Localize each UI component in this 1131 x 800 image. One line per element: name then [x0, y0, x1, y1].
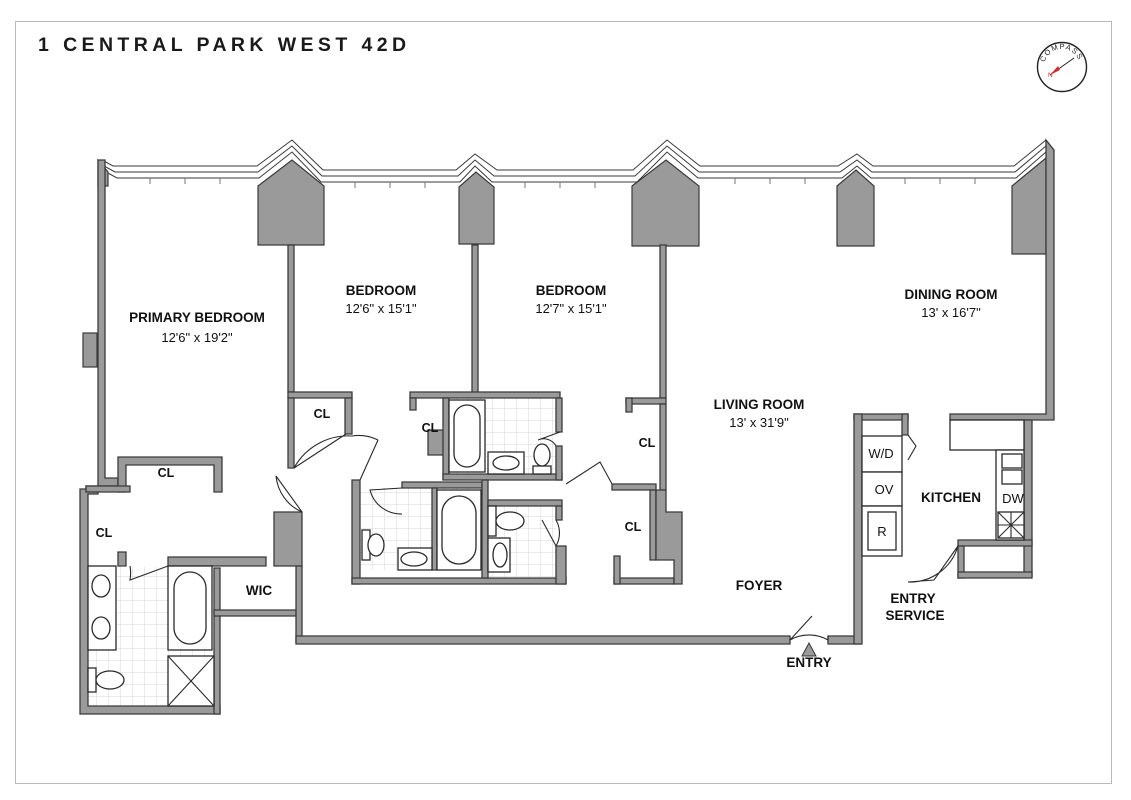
washer-dryer-label: W/D	[868, 446, 893, 461]
kitchen-name: KITCHEN	[921, 490, 981, 505]
listing-title: 1 CENTRAL PARK WEST 42D	[38, 34, 411, 56]
service-entry-line2: SERVICE	[885, 608, 944, 623]
room-labels: PRIMARY BEDROOM 12'6" x 19'2" BEDROOM 12…	[129, 283, 997, 670]
closet-label: CL	[422, 421, 439, 435]
compass-icon: COMPASS N	[1036, 41, 1088, 93]
kitchen-fixtures	[861, 419, 1025, 557]
facade-columns	[82, 156, 1047, 368]
closet-label: CL	[639, 436, 656, 450]
dining-room-dims: 13' x 16'7"	[921, 305, 981, 320]
bedroom-2-dims: 12'7" x 15'1"	[535, 301, 607, 316]
doors	[129, 431, 959, 641]
bedroom-2-name: BEDROOM	[536, 283, 607, 298]
closet-labels: CL CL CL CL CL CL	[96, 407, 656, 540]
living-room-dims: 13' x 31'9"	[729, 415, 789, 430]
service-entry-line1: ENTRY	[890, 591, 935, 606]
oven-label: OV	[875, 482, 894, 497]
primary-bedroom-dims: 12'6" x 19'2"	[161, 330, 233, 345]
bedroom-1-dims: 12'6" x 15'1"	[345, 301, 417, 316]
entry-arrow-icon	[801, 641, 817, 657]
living-room-name: LIVING ROOM	[714, 397, 805, 412]
walls	[79, 138, 1055, 715]
closet-label: CL	[96, 526, 113, 540]
bedroom-1-name: BEDROOM	[346, 283, 417, 298]
foyer-name: FOYER	[736, 578, 783, 593]
window-wall	[101, 139, 1047, 188]
dining-room-name: DINING ROOM	[905, 287, 998, 302]
closet-label: CL	[158, 466, 175, 480]
refrigerator-label: R	[877, 524, 886, 539]
primary-bedroom-name: PRIMARY BEDROOM	[129, 310, 265, 325]
bath-2-fixtures	[361, 489, 525, 573]
primary-bath-fixtures	[87, 565, 215, 707]
appliance-labels: W/D OV R DW	[868, 446, 1024, 539]
closet-label: CL	[314, 407, 331, 421]
page-frame	[15, 21, 1112, 784]
bath-1-fixtures	[448, 399, 552, 475]
compass-north: N	[1048, 72, 1053, 79]
closet-label: CL	[625, 520, 642, 534]
dishwasher-label: DW	[1002, 491, 1024, 506]
wic-name: WIC	[246, 583, 272, 598]
entry-name: ENTRY	[786, 655, 831, 670]
